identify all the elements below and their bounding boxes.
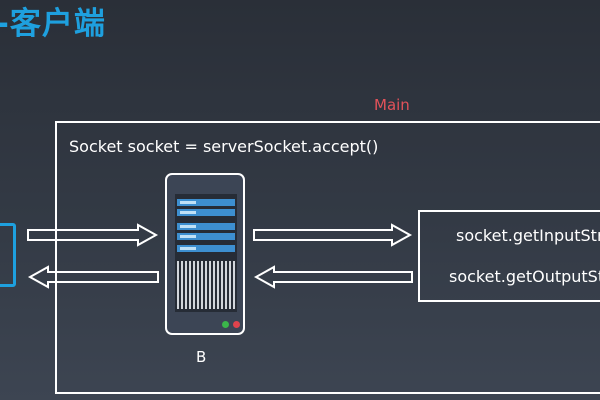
client-to-server-arrow — [27, 223, 159, 247]
server-slot-bar — [177, 209, 235, 216]
server-slot-bar — [177, 199, 235, 206]
server-to-client-arrow — [27, 265, 159, 289]
server-icon — [165, 173, 245, 335]
accept-code-text: Socket socket = serverSocket.accept() — [69, 137, 379, 156]
output-stream-text: socket.getOutputSt — [449, 267, 600, 286]
stream-to-server-arrow — [253, 265, 413, 289]
server-status-led-red — [233, 321, 240, 328]
input-stream-text: socket.getInputStr — [456, 226, 600, 245]
server-slot-bar — [177, 233, 235, 240]
server-label: B — [196, 348, 207, 366]
server-slot-bar — [177, 223, 235, 230]
main-label: Main — [374, 96, 410, 114]
server-slot-bar — [177, 245, 235, 252]
client-box — [0, 223, 16, 287]
server-vent-grille — [177, 261, 235, 309]
main-frame — [55, 121, 600, 394]
server-to-stream-arrow — [253, 223, 413, 247]
slide-title: -客户端 — [0, 6, 106, 42]
stream-box: socket.getInputStr socket.getOutputSt — [418, 210, 600, 302]
server-status-led-green — [222, 321, 229, 328]
